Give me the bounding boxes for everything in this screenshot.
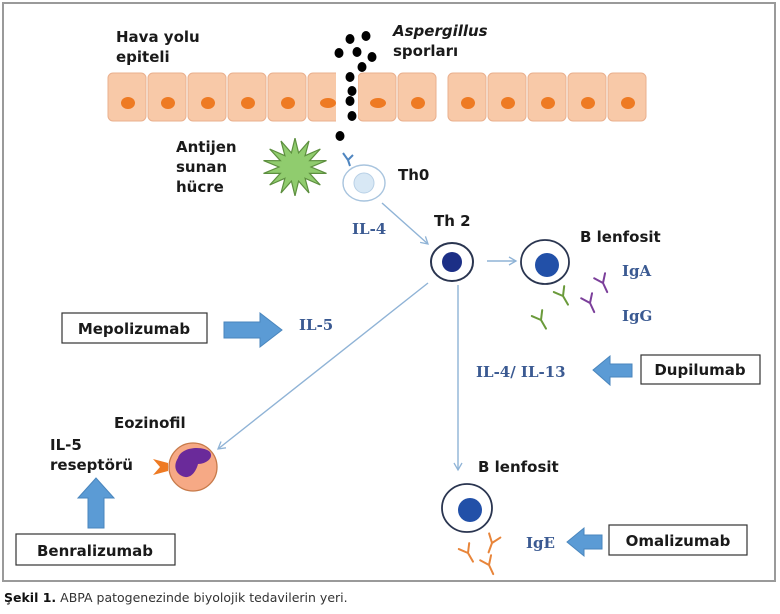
spore-dot: [347, 111, 357, 121]
antigen-presenting-cell: [263, 137, 327, 197]
igg-label: IgG: [622, 307, 652, 325]
epithelial-nucleus: [581, 97, 595, 109]
mepolizumab-label: Mepolizumab: [78, 320, 191, 338]
airway-label-line2: epiteli: [116, 48, 170, 66]
antibody-icon: [593, 272, 609, 294]
mepolizumab-arrow-icon: [223, 311, 283, 349]
b-cell-bottom: [441, 483, 493, 533]
apc-label-line3: hücre: [176, 178, 224, 196]
spore-dot: [345, 72, 355, 82]
spore-dot: [335, 131, 345, 141]
caption-text: ABPA patogenezinde biyolojik tedavilerin…: [56, 590, 348, 605]
spore-dot: [361, 31, 371, 41]
antibody-icon: [457, 542, 474, 563]
ige-antibodies: [457, 532, 502, 576]
antibody-icon: [530, 309, 547, 330]
epithelial-nucleus: [541, 97, 555, 109]
spore-dot: [347, 86, 357, 96]
epithelial-cell: [397, 72, 437, 122]
epithelial-nucleus: [201, 97, 215, 109]
th0-receptor-icon: [342, 152, 354, 167]
th2-label: Th 2: [434, 212, 471, 230]
airway-label-line1: Hava yolu: [116, 28, 200, 46]
iga-label: IgA: [622, 262, 652, 280]
epithelial-cell: [267, 72, 307, 122]
epithelial-cell: [607, 72, 647, 122]
spore-dot: [345, 34, 355, 44]
airway-epithelium: [107, 72, 647, 122]
benralizumab-box: Benralizumab: [15, 533, 176, 566]
il5-receptor-label-line2: reseptörü: [50, 456, 133, 474]
aspergillus-spores: [334, 31, 377, 141]
epithelial-nucleus: [411, 97, 425, 109]
epithelium-gap: [336, 72, 358, 122]
arrow-th0-to-th2: [381, 202, 429, 245]
spore-dot: [345, 96, 355, 106]
epithelial-nucleus: [241, 97, 255, 109]
b-cell-top-label: B lenfosit: [580, 228, 661, 246]
antibody-icon: [487, 532, 502, 554]
antibody-icon: [580, 292, 596, 314]
epithelial-cell: [107, 72, 147, 122]
omalizumab-label: Omalizumab: [626, 532, 731, 550]
omalizumab-box: Omalizumab: [608, 524, 748, 556]
antibodies-top: [530, 272, 609, 330]
epithelial-cell: [527, 72, 567, 122]
apc-label-line1: Antijen: [176, 138, 237, 156]
epithelial-nucleus: [461, 97, 475, 109]
spore-dot: [367, 52, 377, 62]
arrow-th2-to-eosinophil: [216, 282, 429, 450]
epithelial-nucleus: [281, 97, 295, 109]
apc-label-line2: sunan: [176, 158, 227, 176]
eosinophil-label: Eozinofil: [114, 414, 186, 432]
antibody-icon: [552, 285, 569, 306]
il4-il13-label: IL-4/ IL-13: [476, 363, 566, 381]
epithelial-nucleus: [320, 98, 336, 108]
epithelial-cell: [187, 72, 227, 122]
dupilumab-label: Dupilumab: [654, 361, 746, 379]
spore-dot: [357, 62, 367, 72]
spore-dot: [334, 48, 344, 58]
epithelial-nucleus: [621, 97, 635, 109]
spore-dot: [352, 47, 362, 57]
epithelial-cell: [567, 72, 607, 122]
il4-label: IL-4: [352, 220, 386, 238]
epithelial-cell: [227, 72, 267, 122]
dupilumab-box: Dupilumab: [640, 354, 761, 385]
il5-receptor-label-line1: IL-5: [50, 436, 82, 454]
il5-receptor-icon: [153, 459, 168, 475]
mepolizumab-box: Mepolizumab: [61, 312, 208, 344]
epithelial-cell: [147, 72, 187, 122]
epithelial-nucleus: [370, 98, 386, 108]
antibody-icon: [479, 554, 495, 576]
benralizumab-label: Benralizumab: [37, 542, 153, 560]
th2-cell: [430, 242, 474, 282]
b-cell-top: [520, 239, 570, 285]
benralizumab-arrow-icon: [76, 477, 116, 529]
epithelial-cell: [447, 72, 487, 122]
th0-label: Th0: [398, 166, 429, 184]
figure-caption: Şekil 1. ABPA patogenezinde biyolojik te…: [4, 590, 348, 605]
spores-label-line1: Aspergillus: [392, 22, 488, 40]
spores-label-line2: sporları: [393, 42, 458, 60]
epithelial-nucleus: [121, 97, 135, 109]
omalizumab-arrow-icon: [566, 526, 603, 558]
epithelial-nucleus: [501, 97, 515, 109]
epithelial-cell: [487, 72, 527, 122]
epithelial-cell: [357, 72, 397, 122]
th0-cell: [342, 164, 386, 202]
dupilumab-arrow-icon: [592, 354, 633, 387]
caption-label: Şekil 1.: [4, 590, 57, 605]
epithelial-nucleus: [161, 97, 175, 109]
ige-label: IgE: [526, 534, 555, 552]
il5-label: IL-5: [299, 316, 333, 334]
eosinophil-cell: [168, 442, 218, 492]
b-cell-bottom-label: B lenfosit: [478, 458, 559, 476]
